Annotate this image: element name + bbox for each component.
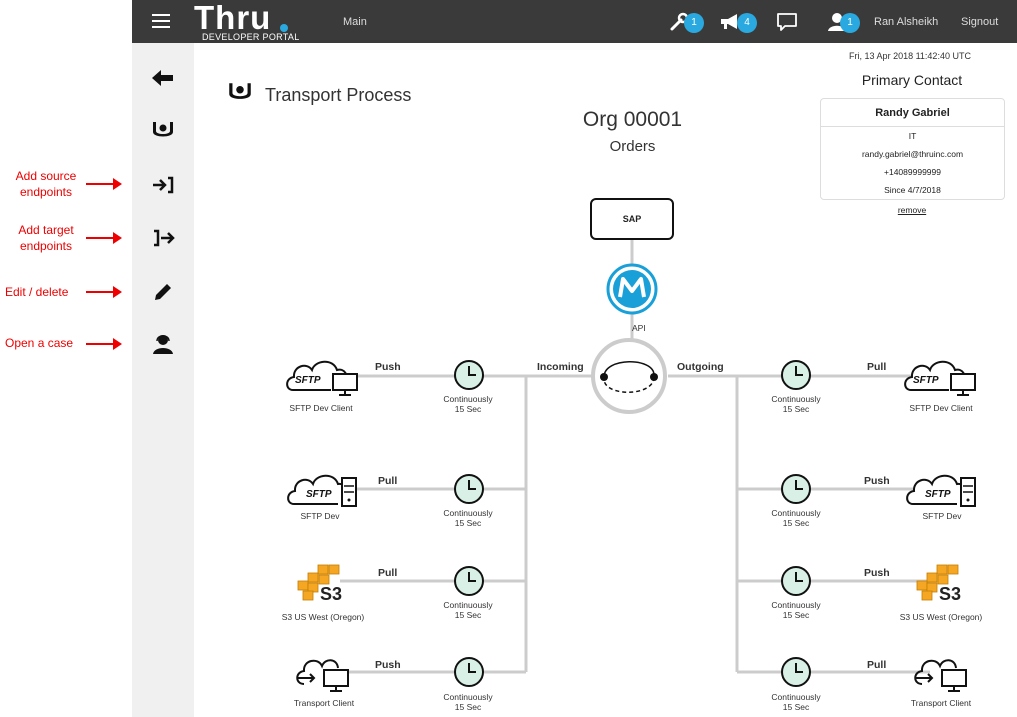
target-name: Transport Client: [910, 698, 972, 708]
source-name: Transport Client: [293, 698, 355, 708]
target-name: SFTP Dev: [922, 511, 962, 521]
annotation-arrow: [86, 286, 122, 298]
incoming-label: Incoming: [537, 361, 584, 373]
logo-dot: [280, 24, 288, 32]
s3-badge-text: S3: [320, 584, 342, 603]
signout-link[interactable]: Signout: [961, 16, 999, 28]
annotation-arrow: [86, 232, 122, 244]
target-name: S3 US West (Oregon): [899, 612, 983, 622]
sftp-badge-text: SFTP: [295, 375, 321, 386]
annotation-arrow: [86, 338, 122, 350]
clock-icon[interactable]: [780, 359, 812, 391]
clock-icon[interactable]: [453, 473, 485, 505]
mulesoft-icon[interactable]: [606, 263, 658, 315]
clock-icon[interactable]: [453, 656, 485, 688]
target-action: Push: [864, 475, 890, 487]
sftp-server-icon[interactable]: SFTP: [286, 466, 362, 512]
s3-badge-text: S3: [939, 584, 961, 603]
outgoing-label: Outgoing: [677, 361, 724, 373]
sftp-badge-text: SFTP: [913, 375, 939, 386]
target-name: SFTP Dev Client: [909, 403, 973, 413]
source-action: Push: [375, 361, 401, 373]
chat-icon[interactable]: [776, 12, 798, 32]
datetime: Fri, 13 Apr 2018 11:42:40 UTC: [849, 51, 971, 61]
user-name[interactable]: Ran Alsheikh: [874, 16, 939, 28]
target-action: Pull: [867, 659, 887, 671]
add-source-endpoint-icon[interactable]: [150, 174, 176, 196]
annotation-open-case: Open a case: [5, 336, 74, 350]
api-label: API: [632, 323, 646, 333]
transport-client-icon[interactable]: [294, 650, 352, 694]
primary-contact-card: Randy Gabriel IT randy.gabriel@thruinc.c…: [820, 98, 1005, 200]
contact-dept: IT: [908, 131, 917, 141]
hamburger-menu-icon[interactable]: [152, 14, 170, 29]
source-name: S3 US West (Oregon): [281, 612, 365, 622]
org-title: Org 00001: [582, 108, 683, 131]
sap-node[interactable]: SAP: [590, 198, 674, 240]
contact-since: Since 4/7/2018: [884, 185, 941, 195]
hub-node[interactable]: [590, 337, 668, 415]
remove-contact-link[interactable]: remove: [897, 205, 927, 215]
pencil-icon[interactable]: [150, 281, 176, 303]
page-title: Transport Process: [265, 85, 412, 105]
annotation-add-source: Add source endpoints: [15, 169, 77, 199]
logo-subtitle: DEVELOPER PORTAL: [202, 32, 300, 42]
user-badge[interactable]: 1: [840, 13, 860, 33]
announcements-badge[interactable]: 4: [737, 13, 757, 33]
target-action: Push: [864, 567, 890, 579]
transport-client-icon[interactable]: [912, 650, 970, 694]
add-target-endpoint-icon[interactable]: [150, 227, 176, 249]
source-action: Pull: [378, 567, 398, 579]
source-name: SFTP Dev: [300, 511, 340, 521]
target-action: Pull: [867, 361, 887, 373]
clock-icon[interactable]: [780, 565, 812, 597]
logo[interactable]: Thru: [194, 0, 272, 36]
org-subtitle: Orders: [609, 138, 656, 155]
source-action: Push: [375, 659, 401, 671]
contact-name: Randy Gabriel: [821, 99, 1004, 127]
support-agent-icon[interactable]: [150, 333, 176, 355]
source-name: SFTP Dev Client: [289, 403, 353, 413]
transport-process-icon: [229, 83, 251, 99]
transport-process-icon[interactable]: [150, 120, 176, 142]
source-action: Pull: [378, 475, 398, 487]
sidebar: [132, 43, 194, 717]
sap-label: SAP: [622, 214, 642, 224]
primary-contact-title: Primary Contact: [861, 72, 963, 88]
megaphone-icon[interactable]: [719, 12, 741, 32]
sftp-badge-text: SFTP: [306, 489, 332, 500]
contact-email: randy.gabriel@thruinc.com: [861, 149, 964, 159]
clock-icon[interactable]: [780, 656, 812, 688]
clock-icon[interactable]: [780, 473, 812, 505]
top-bar: Thru DEVELOPER PORTAL Main 1 4 1 Ran Als…: [132, 0, 1017, 43]
annotation-add-target: Add target endpoints: [18, 223, 74, 253]
sftp-server-icon[interactable]: SFTP: [905, 466, 981, 512]
s3-icon[interactable]: S3: [296, 563, 352, 603]
contact-phone: +14089999999: [884, 167, 941, 177]
back-arrow-icon[interactable]: [150, 67, 176, 89]
annotation-arrow: [86, 178, 122, 190]
nav-main-link[interactable]: Main: [343, 16, 367, 28]
sftp-badge-text: SFTP: [925, 489, 951, 500]
annotation-edit-delete: Edit / delete: [5, 285, 69, 299]
s3-icon[interactable]: S3: [915, 563, 971, 603]
clock-icon[interactable]: [453, 565, 485, 597]
tools-badge[interactable]: 1: [684, 13, 704, 33]
clock-icon[interactable]: [453, 359, 485, 391]
sftp-client-icon[interactable]: SFTP: [285, 352, 363, 398]
sftp-client-icon[interactable]: SFTP: [903, 352, 981, 398]
